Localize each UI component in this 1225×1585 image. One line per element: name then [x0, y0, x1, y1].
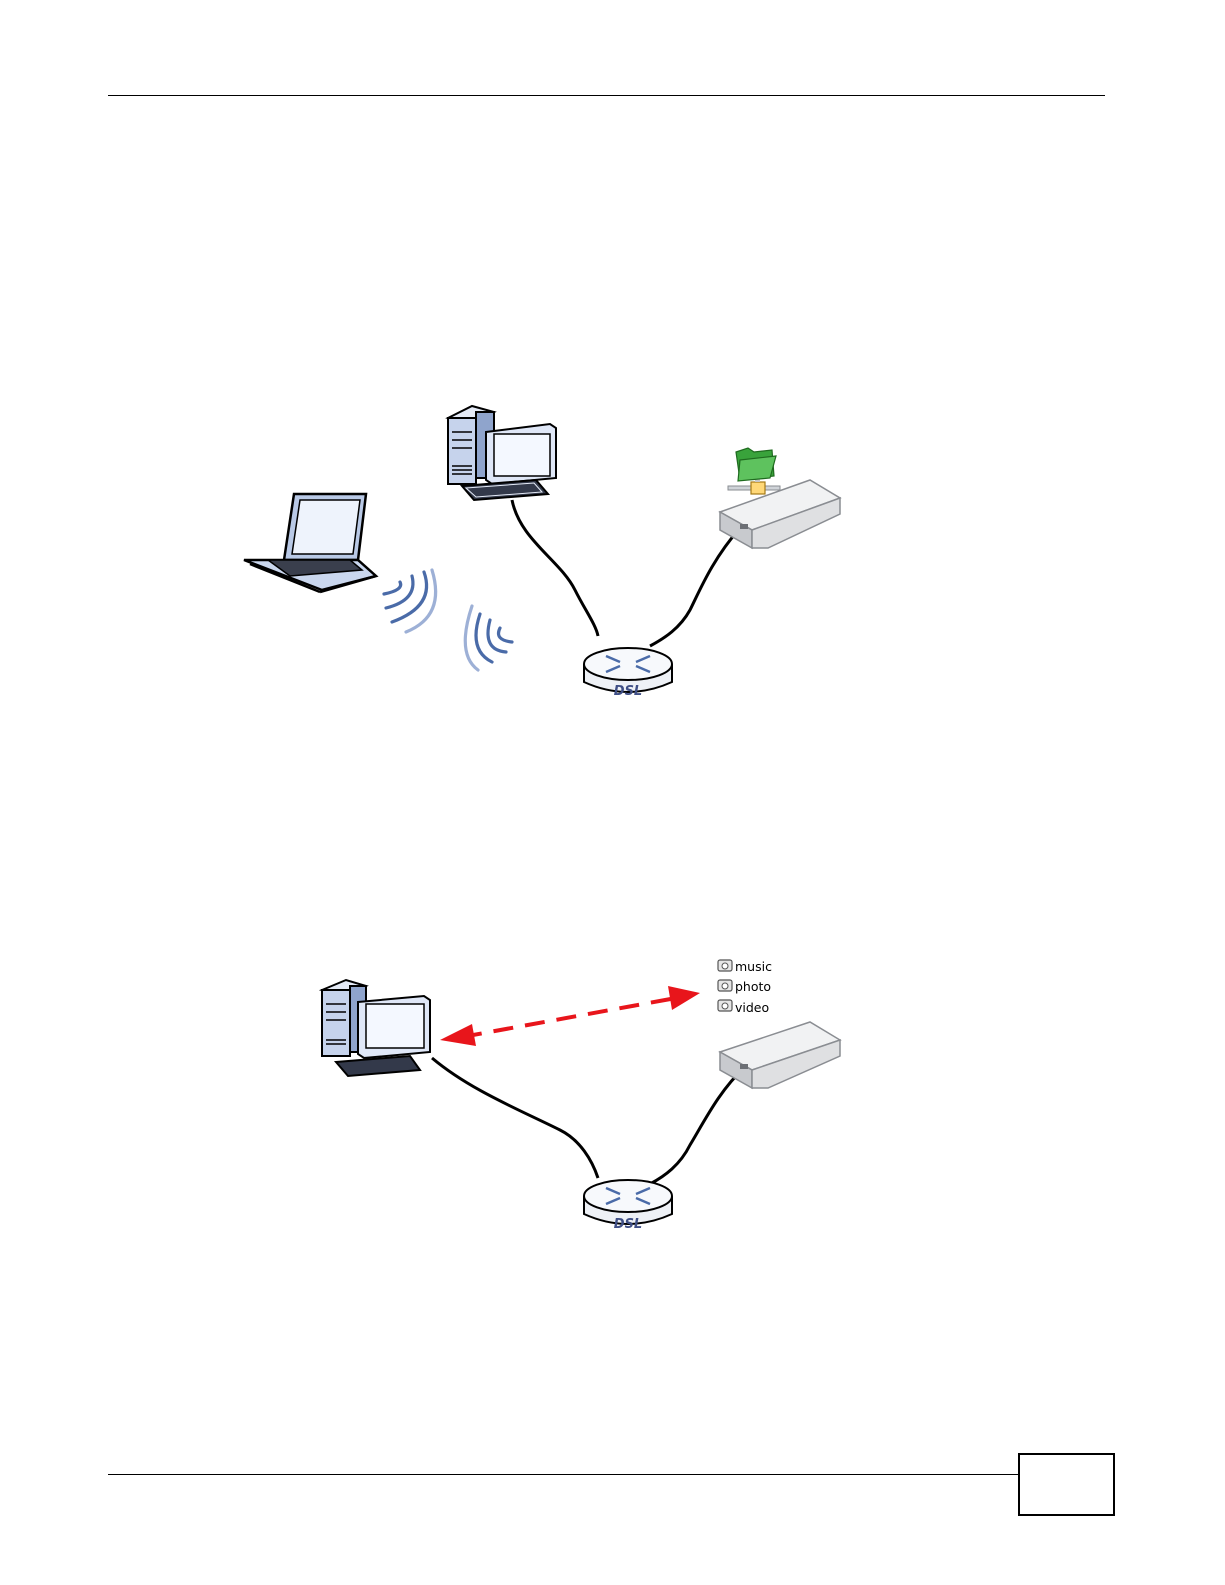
folder-label-photo: photo: [735, 979, 771, 994]
folder-item-photo: photo: [718, 979, 771, 994]
wireless-signal-icon: [384, 570, 512, 670]
router-label: DSL: [614, 684, 642, 699]
folder-label-music: music: [735, 959, 772, 974]
dsl-router-icon: DSL: [584, 648, 672, 699]
cable-desktop-to-router: [512, 500, 598, 636]
network-storage-icon: [720, 1022, 840, 1088]
shared-folder-icon: [728, 448, 780, 494]
file-access-arrow: [440, 986, 700, 1046]
dsl-router-icon: DSL: [584, 1180, 672, 1232]
figure-file-sharing: music photo video DSL: [0, 940, 1225, 1250]
folder-item-music: music: [718, 959, 772, 974]
cable-storage-to-router: [650, 1068, 744, 1184]
desktop-computer-icon: [322, 980, 430, 1076]
header-rule: [108, 95, 1105, 96]
figure-wireless-network: DSL: [0, 380, 1225, 710]
footer-rule: [108, 1474, 1018, 1475]
page-number-box: [1018, 1453, 1115, 1516]
router-label: DSL: [614, 1217, 642, 1232]
cable-storage-to-router: [650, 528, 740, 646]
laptop-icon: [244, 494, 376, 592]
folder-item-video: video: [718, 1000, 769, 1015]
cable-desktop-to-router: [432, 1058, 598, 1178]
shared-folders-list: music photo video: [718, 959, 772, 1015]
folder-label-video: video: [735, 1000, 769, 1015]
desktop-computer-icon: [448, 406, 556, 500]
